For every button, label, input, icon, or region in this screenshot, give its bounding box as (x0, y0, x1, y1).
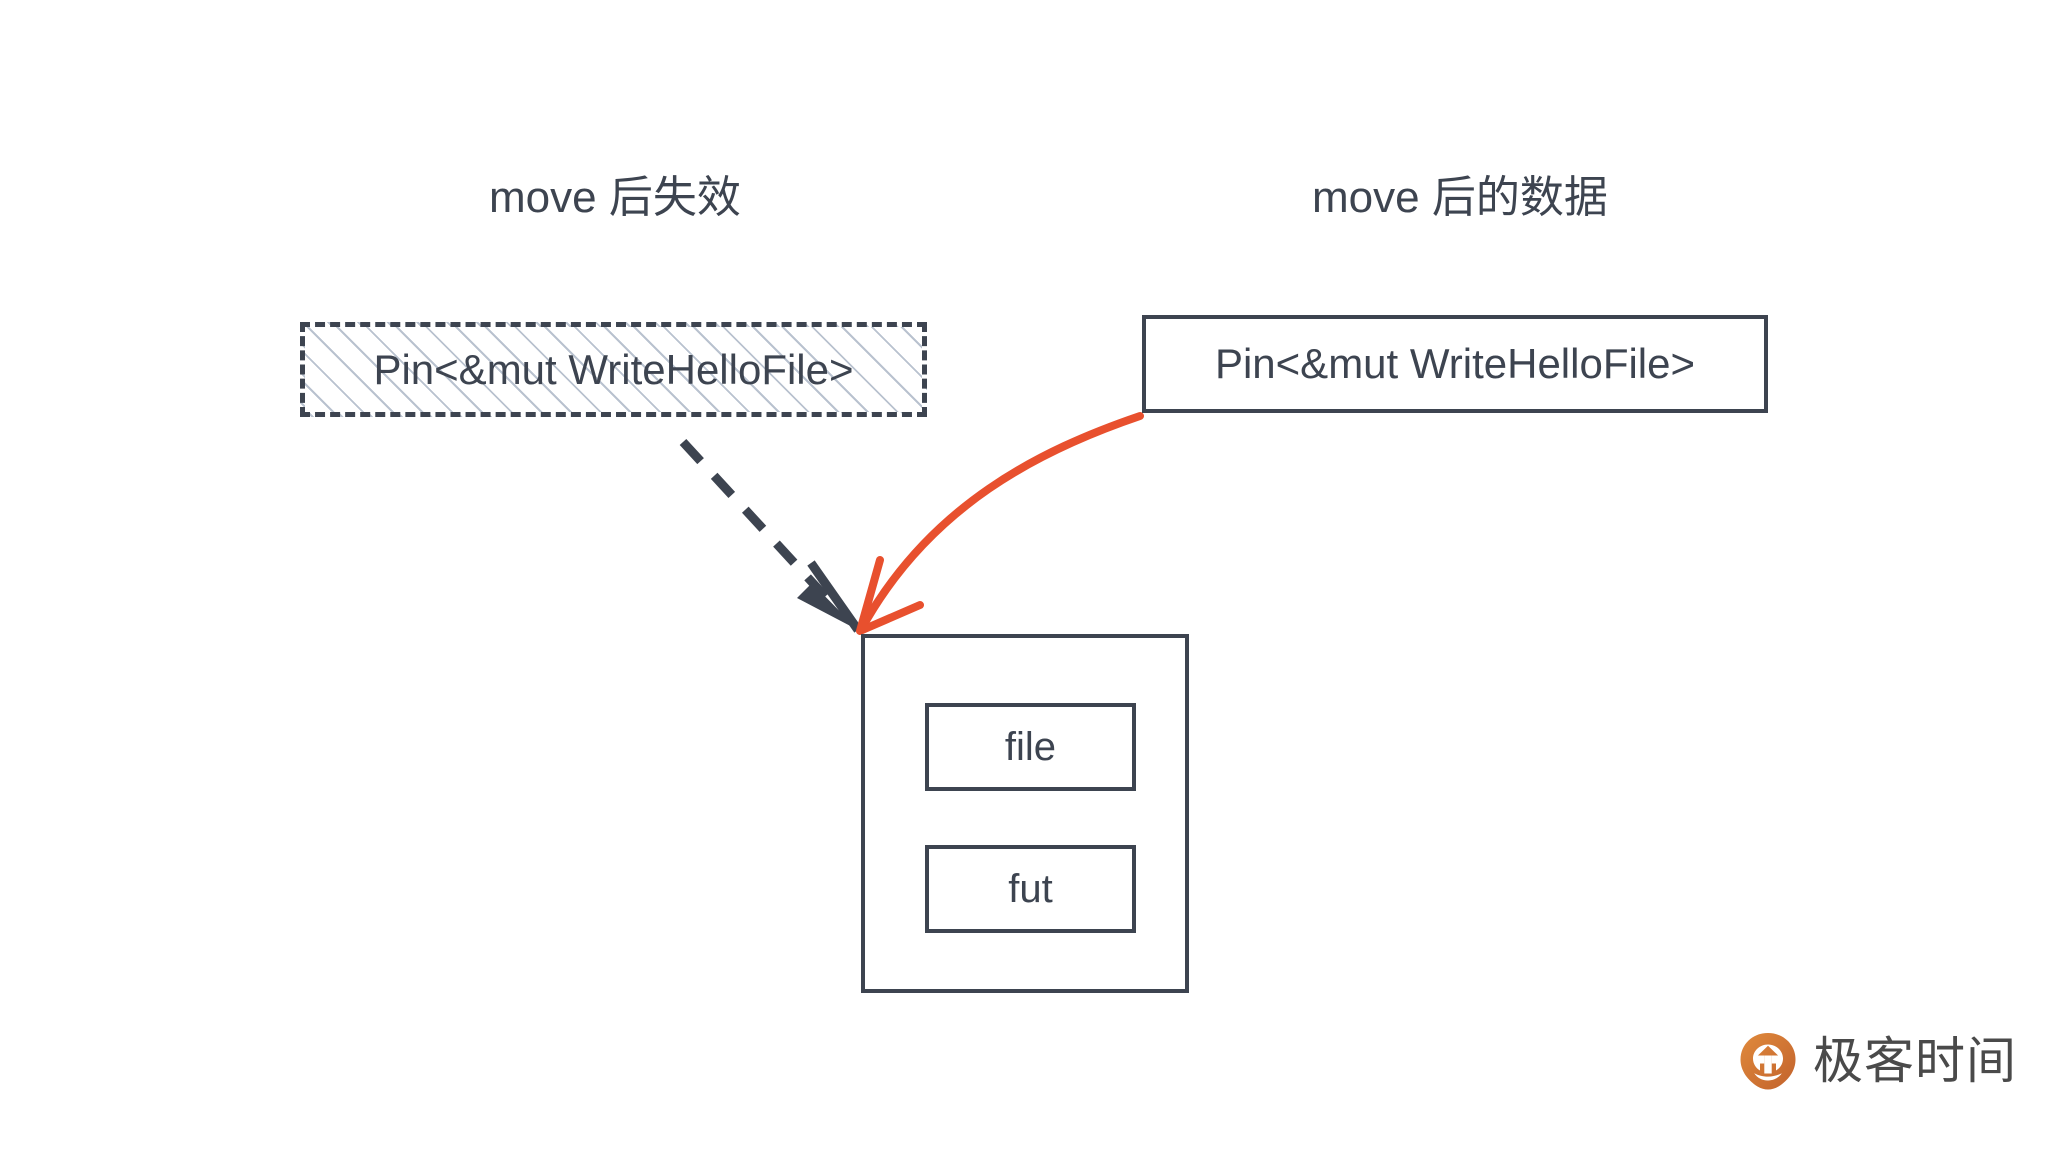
node-field-file: file (925, 703, 1136, 791)
node-invalidated-pin: Pin<&mut WriteHelloFile> (300, 322, 927, 417)
node-field-fut-label: fut (1008, 867, 1053, 911)
node-struct-container: file fut (861, 634, 1189, 993)
caption-move-data: move 后的数据 (1312, 173, 1608, 222)
node-moved-pin: Pin<&mut WriteHelloFile> (1142, 315, 1768, 413)
moved-pointer-arrow (856, 412, 1144, 635)
geektime-logo-icon (1740, 1033, 1796, 1090)
node-invalidated-pin-label: Pin<&mut WriteHelloFile> (373, 345, 854, 393)
caption-move-invalidated: move 后失效 (489, 173, 741, 222)
arrowhead-dashed (797, 583, 858, 630)
node-field-file-label: file (1004, 725, 1057, 769)
watermark: 极客时间 (1737, 1030, 2017, 1092)
invalidated-pointer-arrow (679, 438, 862, 633)
node-moved-pin-label: Pin<&mut WriteHelloFile> (1214, 340, 1696, 387)
node-field-fut: fut (925, 845, 1136, 933)
watermark-text: 极客时间 (1813, 1033, 2017, 1089)
arrowhead-orange (856, 556, 924, 635)
